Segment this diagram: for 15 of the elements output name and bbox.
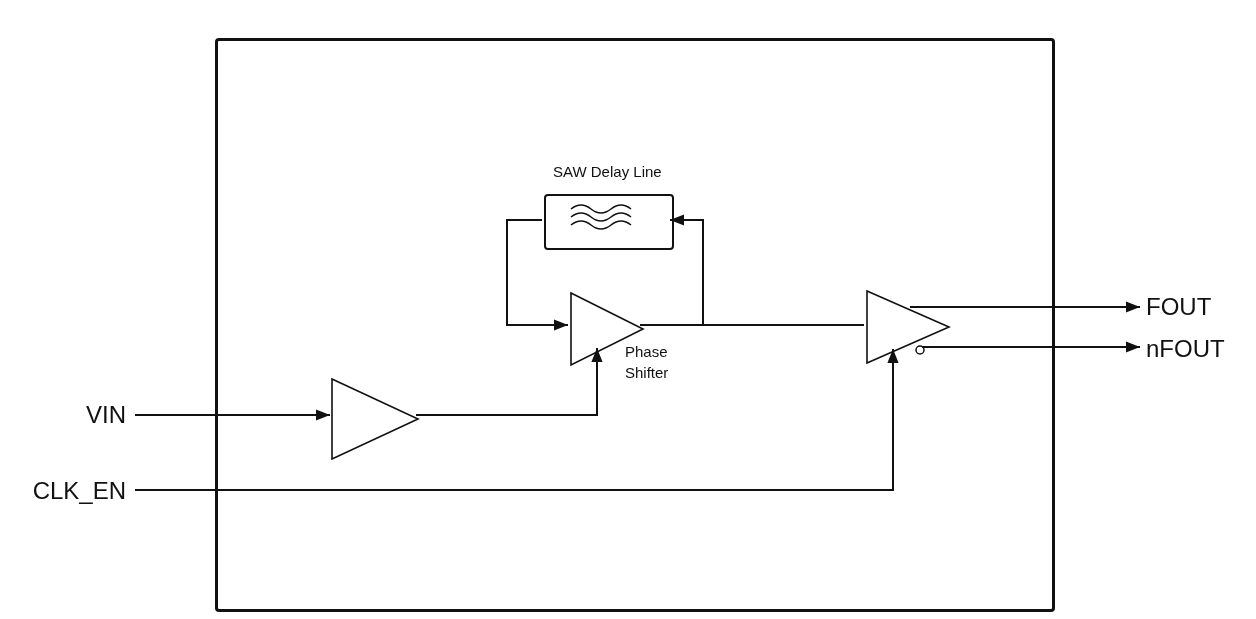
buffer-amplifier	[865, 289, 951, 365]
signal-arrow	[909, 301, 1141, 313]
signal-arrow	[506, 219, 569, 331]
signal-arrow	[415, 347, 603, 416]
signal-arrow	[921, 341, 1141, 353]
chip-outline	[215, 38, 1055, 612]
pin-label: CLK_EN	[10, 474, 126, 508]
pin-label: VIN	[40, 398, 126, 432]
pin-label: nFOUT	[1146, 332, 1246, 366]
pin-label: FOUT	[1146, 290, 1246, 324]
signal-arrow	[134, 348, 899, 491]
buffer-amplifier	[330, 377, 420, 461]
block-label: SAW Delay Line	[553, 163, 662, 180]
block-label: Phase Shifter	[625, 342, 670, 383]
signal-arrow	[134, 409, 331, 421]
